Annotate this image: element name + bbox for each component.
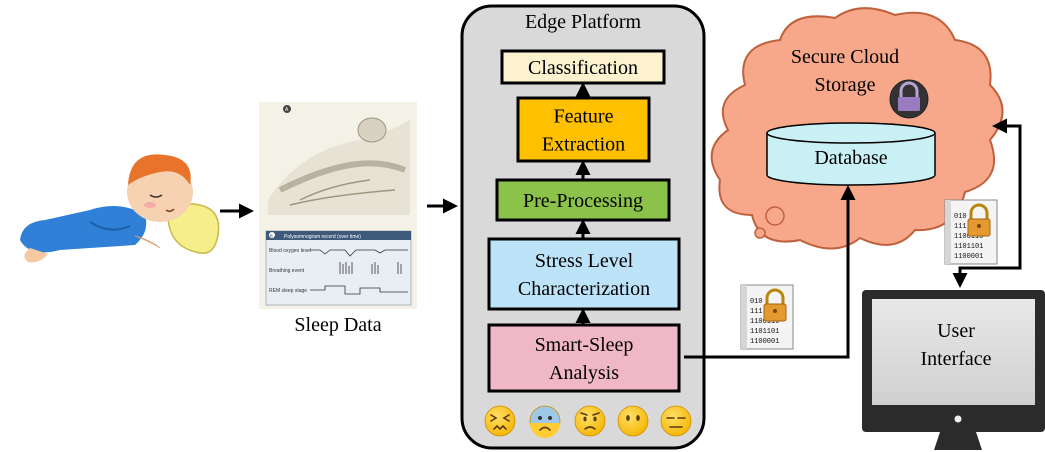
- confounded-face-icon: [484, 405, 516, 437]
- row-label-breathing: Breathing event: [269, 268, 305, 274]
- sleep-data-figure: A Polysomnogram record (over time) B Blo…: [259, 102, 417, 309]
- padlock-icon: [967, 203, 991, 237]
- stage-label: Stress Level: [535, 250, 634, 272]
- stage-box-2: Pre-Processing: [495, 178, 671, 222]
- sad-face-icon: [574, 405, 606, 437]
- stage-label: Feature: [554, 106, 614, 128]
- panel-b-marker: B: [270, 233, 273, 238]
- user-interface-line2: Interface: [920, 348, 991, 370]
- arrow-database-ui-bidirectional: [952, 118, 1022, 288]
- stage-label: Analysis: [549, 362, 619, 384]
- binary-line: 1100001: [750, 338, 779, 346]
- binary-line: 1100001: [954, 253, 983, 261]
- stage-label: Classification: [528, 57, 638, 79]
- panel-a-marker: A: [285, 107, 289, 113]
- cloud-title-line2: Storage: [814, 74, 875, 96]
- database-label: Database: [814, 147, 887, 169]
- neutral-face-icon: [617, 405, 649, 437]
- arrow-analysis-to-database: [684, 185, 856, 359]
- stage-label: Extraction: [542, 134, 625, 156]
- binary-line: 1100110: [954, 233, 983, 241]
- cloud-title-line1: Secure Cloud: [791, 46, 899, 68]
- anxious-face-icon: [529, 405, 561, 438]
- padlock-icon: [763, 288, 787, 322]
- binary-line: 1100110: [750, 318, 779, 326]
- binary-line: 111: [954, 223, 967, 231]
- binary-line: 111: [750, 308, 763, 316]
- stage-box-0: Classification: [500, 49, 666, 85]
- sleeping-child-illustration: [20, 154, 220, 263]
- binary-line: 1101101: [954, 243, 983, 251]
- polysomnogram-title: Polysomnogram record (over time): [284, 234, 361, 240]
- user-interface-line1: User: [937, 320, 975, 342]
- edge-platform-title: Edge Platform: [525, 11, 642, 33]
- monitor-icon: [862, 290, 1045, 450]
- binary-line: 010: [750, 298, 763, 306]
- row-label-rem: REM sleep stage: [269, 288, 307, 294]
- stage-label: Pre-Processing: [523, 190, 643, 212]
- database-cylinder: [766, 122, 936, 186]
- sleep-data-caption: Sleep Data: [294, 314, 381, 336]
- binary-line: 010: [954, 213, 967, 221]
- stage-label: Characterization: [518, 278, 650, 300]
- encrypted-packet-ui: 010 111 1100110 1101101 1100001: [944, 199, 998, 265]
- encrypted-packet-analysis: 010 111 1100110 1101101 1100001: [740, 284, 794, 350]
- binary-line: 1101101: [750, 328, 779, 336]
- expressionless-face-icon: [660, 405, 692, 437]
- padlock-icon: [889, 79, 929, 119]
- stage-label: Smart-Sleep: [535, 334, 634, 356]
- row-label-oxygen: Blood oxygen level: [269, 248, 311, 254]
